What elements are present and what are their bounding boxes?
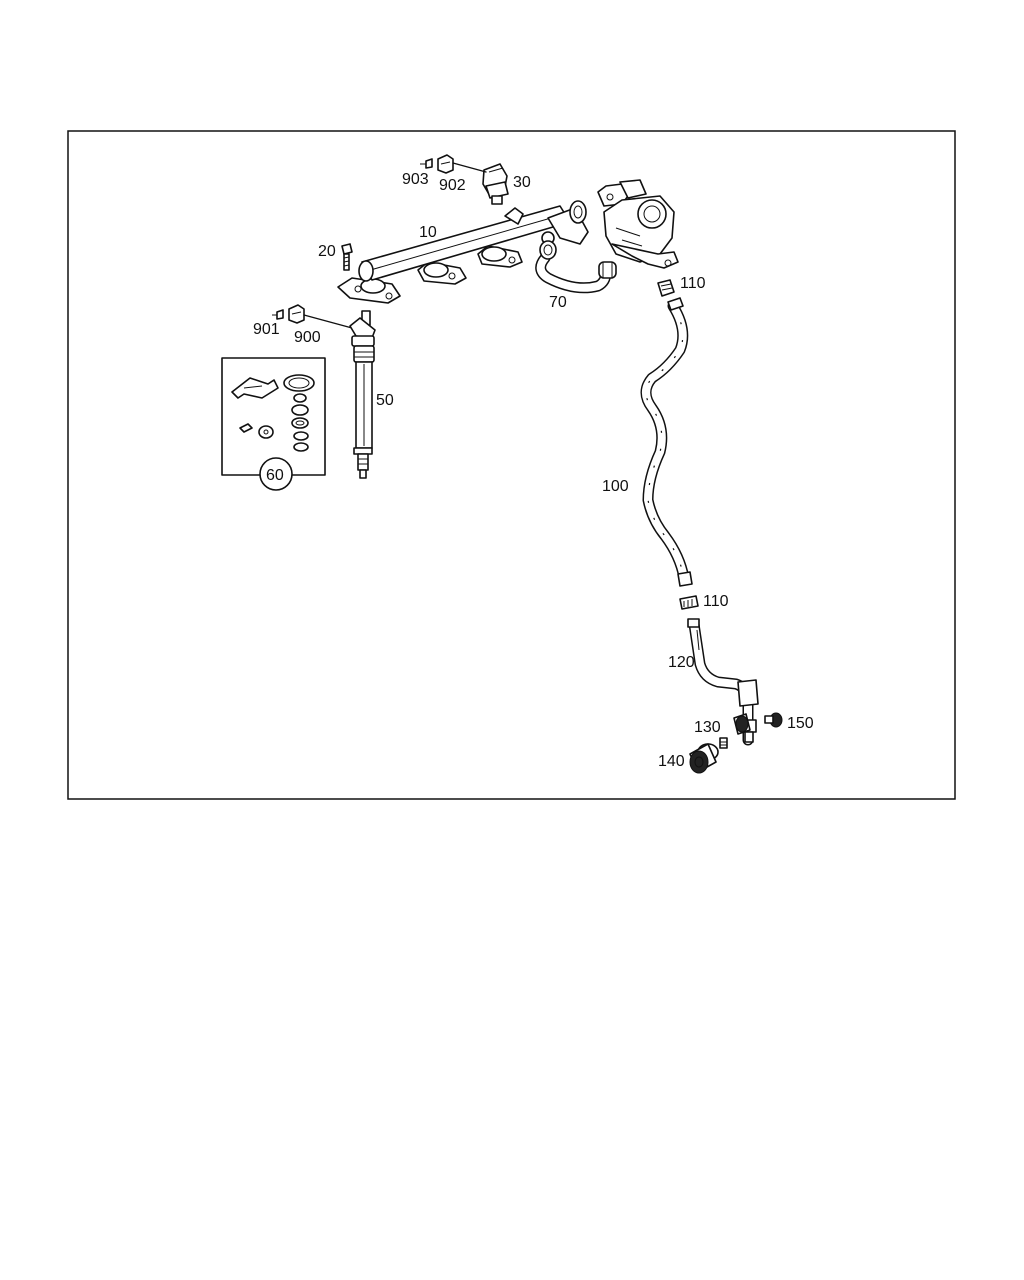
label-901: 901	[253, 321, 280, 338]
label-903: 903	[402, 171, 429, 188]
label-120: 120	[668, 654, 695, 671]
label-110-upper: 110	[680, 275, 706, 292]
fitting-130	[719, 713, 751, 749]
screw-150	[764, 712, 783, 728]
label-50: 50	[376, 392, 394, 409]
high-pressure-line-70	[535, 240, 617, 294]
label-20: 20	[318, 243, 336, 260]
leader-900-50	[303, 314, 353, 329]
leader-902-30	[452, 162, 487, 173]
label-130: 130	[694, 719, 721, 736]
high-pressure-pump	[597, 179, 679, 269]
pressure-sensor-30	[482, 163, 509, 205]
clip-110-lower	[679, 595, 699, 610]
label-10: 10	[419, 224, 437, 241]
label-70: 70	[549, 294, 567, 311]
diagram-frame	[67, 130, 956, 800]
label-140: 140	[658, 753, 685, 770]
fuel-injector-50	[349, 310, 376, 479]
fuel-hose-100	[640, 297, 693, 587]
label-30: 30	[513, 174, 531, 191]
label-150: 150	[787, 715, 814, 732]
connector-903	[420, 158, 433, 169]
label-110-lower: 110	[703, 593, 729, 610]
connector-902	[437, 154, 454, 174]
cap-140	[689, 743, 719, 774]
bolt-20	[341, 243, 353, 271]
fuel-line-120	[687, 618, 759, 746]
label-100: 100	[602, 478, 629, 495]
connector-901	[272, 309, 284, 320]
clip-110-upper	[657, 279, 675, 297]
label-900: 900	[294, 329, 321, 346]
label-902: 902	[439, 177, 466, 194]
seal-kit-60	[221, 357, 326, 491]
label-60: 60	[266, 467, 284, 484]
connector-900	[288, 304, 305, 324]
fuel-rail-10	[337, 200, 589, 304]
